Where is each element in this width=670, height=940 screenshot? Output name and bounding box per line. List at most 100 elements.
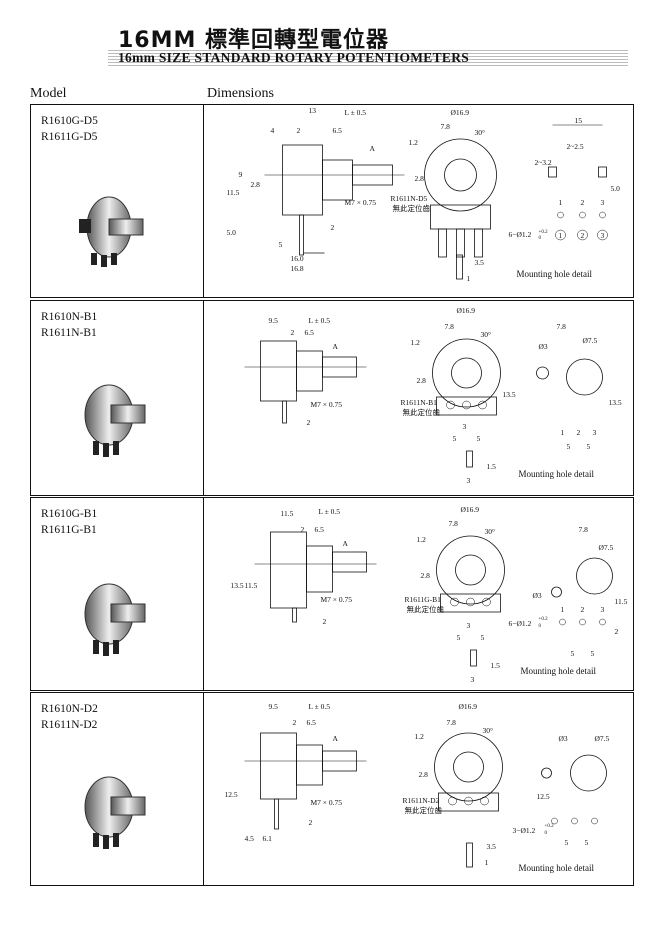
dim-label: Ø3 <box>533 591 542 600</box>
dim-label: 6.5 <box>315 525 325 534</box>
dim-label: 0 <box>539 236 542 241</box>
dim-label: 30° <box>483 726 494 735</box>
model-name: R1610G-B1 <box>41 508 98 520</box>
dim-label: 30° <box>481 330 492 339</box>
dim-label: 9 <box>239 170 243 179</box>
dim-label: 7.8 <box>447 718 457 727</box>
dim-label: 11.5 <box>281 509 294 518</box>
mounting-caption: Mounting hole detail <box>519 469 595 479</box>
dim-label: 30° <box>475 128 486 137</box>
dim-label: 3.5 <box>475 258 485 267</box>
dim-label: 2.8 <box>251 180 261 189</box>
dim-label: 6.5 <box>305 328 315 337</box>
dim-label: 12.5 <box>537 792 550 801</box>
mounting-caption: Mounting hole detail <box>519 863 595 873</box>
dim-label: 1.2 <box>417 535 427 544</box>
dim-label: 5 <box>585 838 589 847</box>
dim-label: 13.5 <box>231 581 244 590</box>
mounting-caption: Mounting hole detail <box>517 269 593 279</box>
dim-label: 13.5 <box>609 398 622 407</box>
dim-label: Ø7.5 <box>595 734 610 743</box>
dimension-drawing: 13 4 2 6.5 L ± 0.5 A 9 2.8 11.5 5.0 5 16… <box>204 105 633 297</box>
dim-label: 9.5 <box>269 316 279 325</box>
dim-label: 3 <box>467 476 471 485</box>
dim-label: 11.5 <box>615 597 628 606</box>
dim-label: 2 <box>323 617 327 626</box>
marking-note: 無此定位齒 <box>407 604 445 614</box>
dim-label: 3 <box>463 422 467 431</box>
marking-label: R1611G-B1 <box>405 595 442 604</box>
dim-label: 1.2 <box>415 732 425 741</box>
dim-label: 3 <box>467 621 471 630</box>
dim-label: 3 <box>593 428 597 437</box>
model-cell: R1610N-D2 R1611N-D2 <box>31 693 204 885</box>
dim-label: 6−Ø1.2 <box>509 619 532 628</box>
dim-label: 6−Ø1.2 <box>509 230 532 239</box>
dimension-drawing: 11.5 L ± 0.5 2 6.5 A 13.5 11.5 M7 × 0.75… <box>204 498 633 690</box>
dim-label: 4 <box>271 126 275 135</box>
dim-label: 6.5 <box>333 126 343 135</box>
dim-label: 2.8 <box>421 571 431 580</box>
dim-label: 5 <box>477 434 481 443</box>
dim-label: M7 × 0.75 <box>311 400 343 409</box>
dim-label: M7 × 0.75 <box>321 595 353 604</box>
dim-label: Ø7.5 <box>583 336 598 345</box>
dim-label: 7.8 <box>449 519 459 528</box>
mounting-caption: Mounting hole detail <box>521 666 597 676</box>
dim-label: 2.8 <box>417 376 427 385</box>
marking-note: 無此定位齒 <box>393 203 431 213</box>
dim-label: 16.8 <box>291 264 304 273</box>
dim-label: M7 × 0.75 <box>345 198 377 207</box>
model-cell: R1610N-B1 R1611N-B1 <box>31 301 204 495</box>
dim-label: 2.8 <box>419 770 429 779</box>
dim-label: 15 <box>575 116 583 125</box>
dimension-drawing: 9.5 L ± 0.5 2 6.5 A M7 × 0.75 2 Ø16.9 7.… <box>204 301 633 495</box>
dim-label: +0.2 <box>539 617 549 622</box>
dim-label: A <box>333 342 339 351</box>
dim-label: 1 <box>559 198 563 207</box>
dim-label: 3−Ø1.2 <box>513 826 536 835</box>
dim-label: 2 <box>297 126 301 135</box>
dim-label: 2 <box>309 818 313 827</box>
dim-label: 3 <box>601 605 605 614</box>
potentiometer-photo <box>79 196 144 267</box>
dim-label: 1 <box>485 858 489 867</box>
dim-label: 2 <box>581 231 585 240</box>
model-name: R1611N-D2 <box>41 719 98 731</box>
dim-label: 2~2.5 <box>567 142 584 151</box>
dim-label: 2 <box>615 627 619 636</box>
dim-label: 3 <box>601 231 605 240</box>
dim-label: 5 <box>565 838 569 847</box>
marking-note: 無此定位齒 <box>405 805 443 815</box>
dim-label: Ø3 <box>539 342 548 351</box>
dim-label: 1.5 <box>487 462 497 471</box>
spec-row-d2: R1610N-D2 R1611N-D2 9.5 L ± 0.5 2 6.5 A … <box>30 692 634 886</box>
dim-label: +0.2 <box>545 824 555 829</box>
dim-label: 2 <box>301 525 305 534</box>
dim-label: 5 <box>587 442 591 451</box>
dim-label: 3.5 <box>487 842 497 851</box>
dim-label: 2~3.2 <box>535 158 552 167</box>
dim-label: 7.8 <box>441 122 451 131</box>
potentiometer-photo <box>84 583 146 656</box>
dim-label: 13.5 <box>503 390 516 399</box>
dim-label: 5.0 <box>611 184 621 193</box>
dim-label: Ø16.9 <box>451 108 470 117</box>
dim-label: 13 <box>309 106 317 115</box>
dim-label: +0.2 <box>539 230 549 235</box>
page-title: 16MM 標準回轉型電位器 <box>118 28 390 53</box>
potentiometer-photo <box>84 776 146 849</box>
column-header-dimensions: Dimensions <box>207 86 274 101</box>
dim-label: 1.5 <box>491 661 501 670</box>
dim-label: 2 <box>581 198 585 207</box>
dim-label: 1 <box>559 231 563 240</box>
dim-label: 5 <box>457 633 461 642</box>
dimension-drawing: 9.5 L ± 0.5 2 6.5 A 12.5 M7 × 0.75 2 4.5… <box>204 693 633 885</box>
column-header-model: Model <box>30 86 67 101</box>
dim-label: 5 <box>453 434 457 443</box>
dim-label: 1 <box>467 274 471 283</box>
dim-label: L ± 0.5 <box>309 316 331 325</box>
model-name: R1610N-B1 <box>41 311 98 323</box>
dim-label: 1 <box>561 428 565 437</box>
dim-label: 2 <box>331 223 335 232</box>
